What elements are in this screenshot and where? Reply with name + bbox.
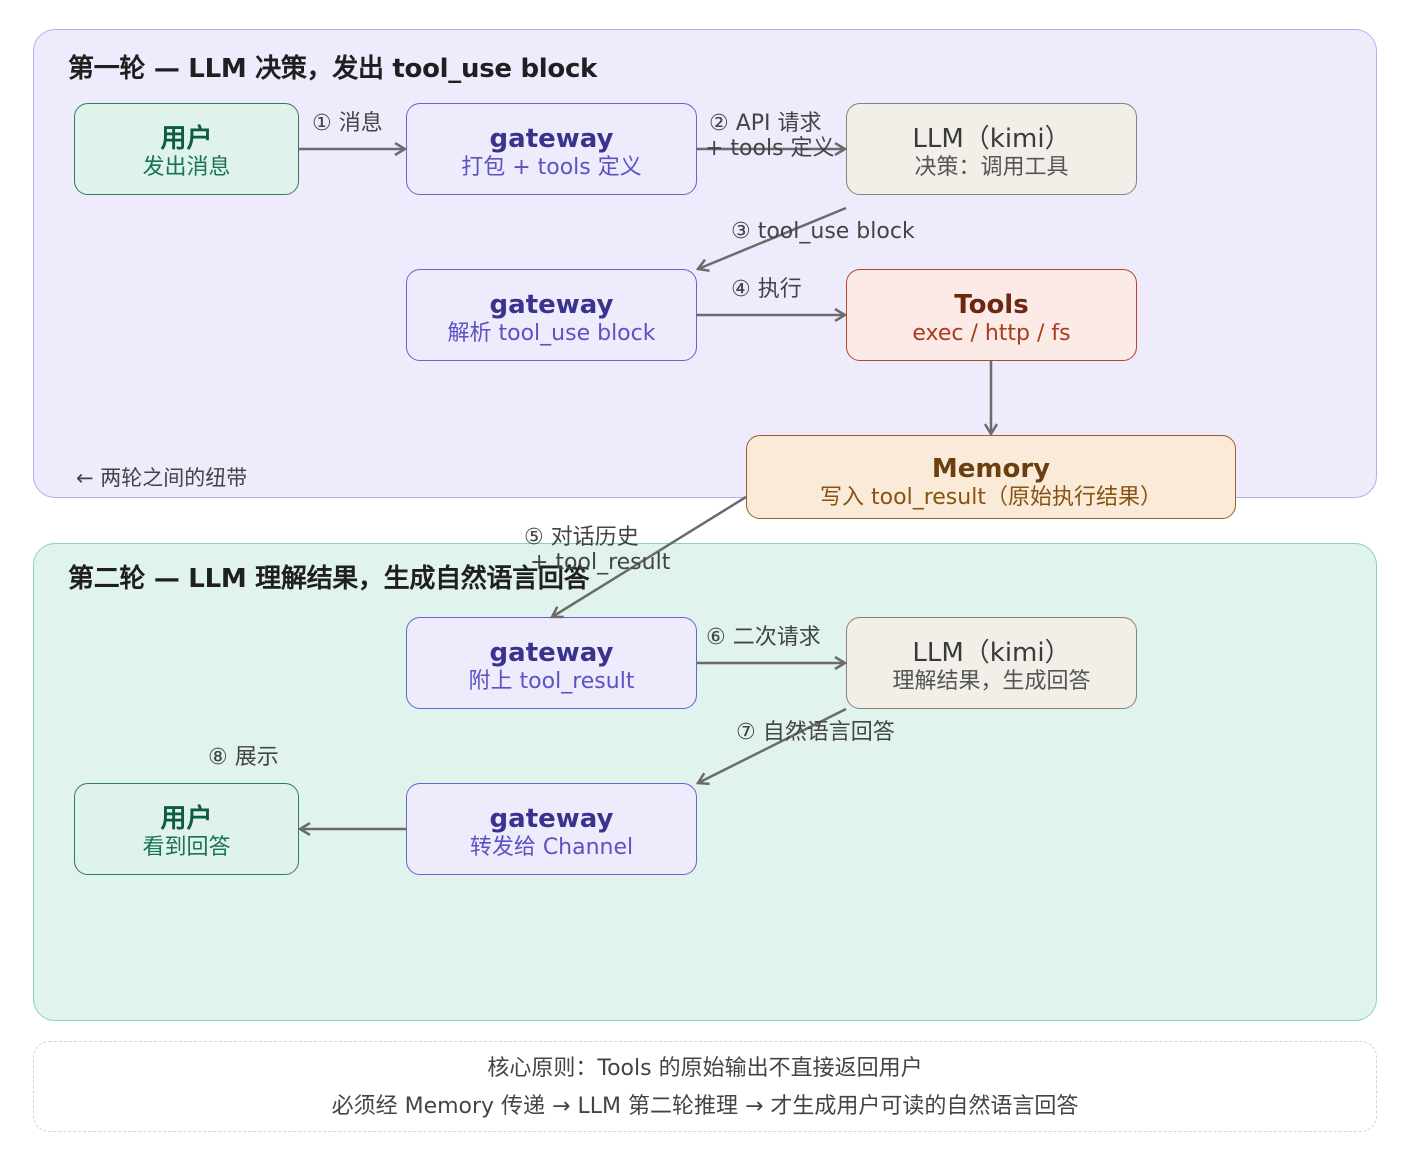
node-title: gateway (489, 124, 614, 154)
node-title: gateway (489, 638, 614, 668)
node-gateway-forward: gateway 转发给 Channel (406, 783, 697, 875)
node-gateway-parse: gateway 解析 tool_use block (406, 269, 697, 361)
core-principle-note: 核心原则：Tools 的原始输出不直接返回用户 必须经 Memory 传递 → … (33, 1041, 1377, 1132)
node-title: gateway (489, 804, 614, 834)
ribbon-note: ← 两轮之间的纽带 (76, 466, 248, 490)
edge-label-3: ③ tool_use block (731, 219, 915, 244)
node-subtitle: 决策：调用工具 (914, 155, 1069, 180)
edge-label-6: ⑥ 二次请求 (706, 625, 821, 650)
node-user-see: 用户 看到回答 (74, 783, 299, 875)
node-title: 用户 (160, 804, 213, 834)
edge-label-1: ① 消息 (312, 111, 383, 136)
node-subtitle: 解析 tool_use block (447, 321, 656, 346)
edge-label-2-line2: + tools 定义 (705, 136, 835, 161)
node-title: 用户 (160, 124, 213, 154)
node-title: LLM（kimi） (912, 638, 1071, 668)
node-memory: Memory 写入 tool_result（原始执行结果） (746, 435, 1236, 519)
node-user-send: 用户 发出消息 (74, 103, 299, 195)
edge-label-5-line2: + tool_result (530, 550, 671, 575)
node-subtitle: 打包 + tools 定义 (461, 155, 642, 180)
round1-title: 第一轮 — LLM 决策，发出 tool_use block (68, 54, 598, 84)
node-llm-answer: LLM（kimi） 理解结果，生成回答 (846, 617, 1137, 709)
node-subtitle: 附上 tool_result (468, 669, 635, 694)
principle-line-1: 核心原则：Tools 的原始输出不直接返回用户 (487, 1056, 923, 1081)
node-title: LLM（kimi） (912, 124, 1071, 154)
edge-label-2-line1: ② API 请求 (709, 111, 822, 136)
node-subtitle: 发出消息 (142, 155, 231, 180)
round2-title: 第二轮 — LLM 理解结果，生成自然语言回答 (68, 564, 590, 594)
node-subtitle: exec / http / fs (912, 321, 1071, 346)
edge-label-4: ④ 执行 (731, 277, 802, 302)
node-gateway-pack: gateway 打包 + tools 定义 (406, 103, 697, 195)
node-subtitle: 转发给 Channel (469, 835, 634, 860)
edge-label-8: ⑧ 展示 (208, 745, 279, 770)
node-tools: Tools exec / http / fs (846, 269, 1137, 361)
node-subtitle: 理解结果，生成回答 (892, 669, 1091, 694)
node-title: gateway (489, 290, 614, 320)
edge-label-7: ⑦ 自然语言回答 (736, 720, 895, 745)
node-llm-decide: LLM（kimi） 决策：调用工具 (846, 103, 1137, 195)
node-title: Memory (931, 454, 1051, 484)
node-subtitle: 看到回答 (142, 835, 231, 860)
node-subtitle: 写入 tool_result（原始执行结果） (820, 485, 1162, 510)
round1-panel: 第一轮 — LLM 决策，发出 tool_use block ← 两轮之间的纽带 (33, 29, 1377, 498)
edge-label-5-line1: ⑤ 对话历史 (524, 525, 639, 550)
node-gateway-attach: gateway 附上 tool_result (406, 617, 697, 709)
principle-line-2: 必须经 Memory 传递 → LLM 第二轮推理 → 才生成用户可读的自然语言… (331, 1094, 1079, 1119)
round2-panel: 第二轮 — LLM 理解结果，生成自然语言回答 (33, 543, 1377, 1021)
node-title: Tools (954, 290, 1029, 320)
